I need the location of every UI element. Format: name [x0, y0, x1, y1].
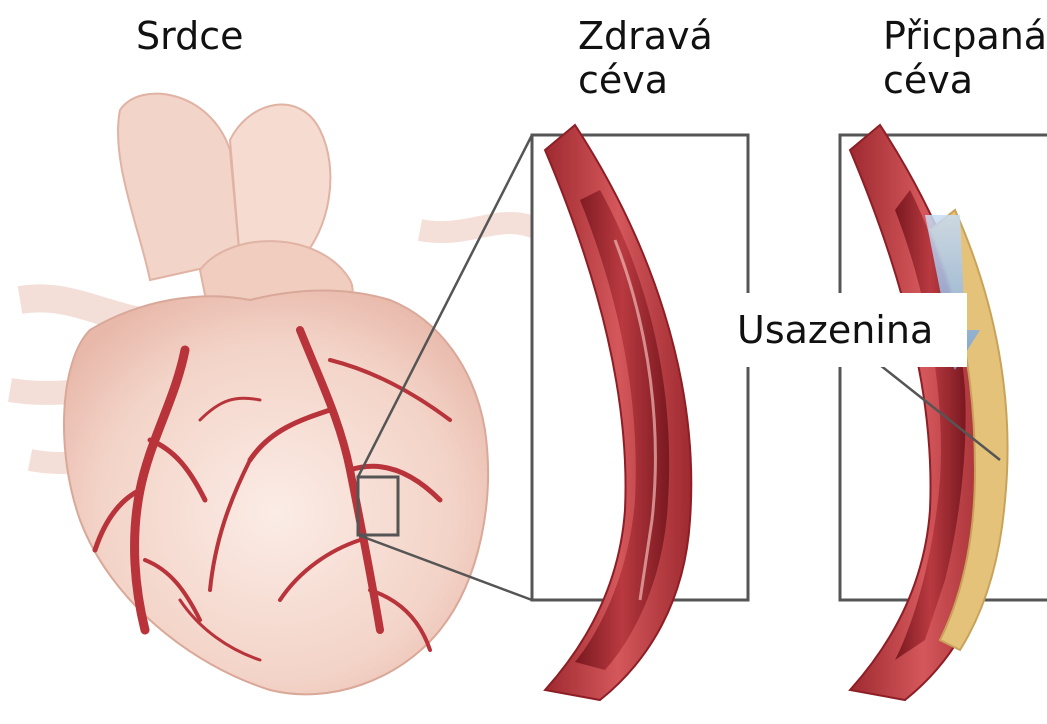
deposit-label: Usazenina — [717, 293, 967, 367]
heart-label: Srdce — [136, 14, 243, 58]
healthy-vessel-label: Zdravá céva — [578, 14, 713, 102]
clogged-vessel-label: Přicpaná céva — [883, 14, 1047, 102]
clogged-vessel-panel — [840, 125, 1047, 700]
healthy-vessel-panel — [532, 125, 748, 700]
great-vessels — [118, 94, 353, 320]
